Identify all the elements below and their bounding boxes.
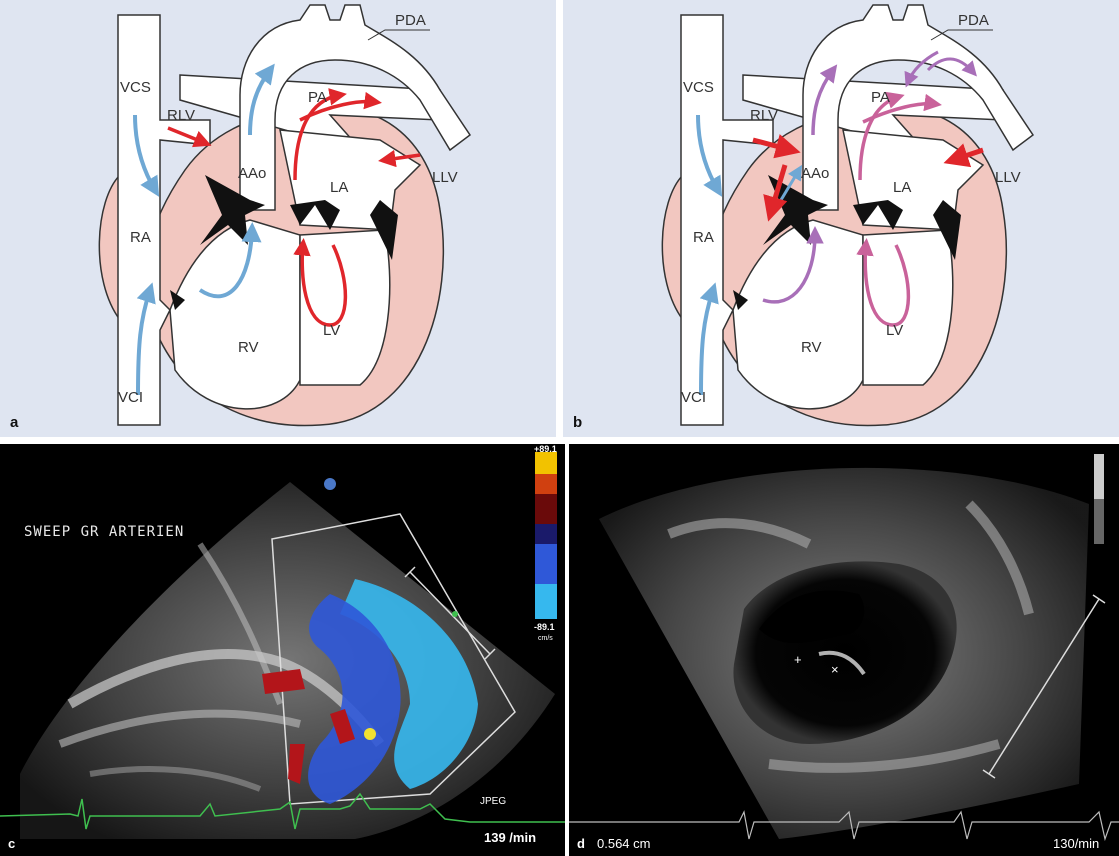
overlay-text: SWEEP GR ARTERIEN bbox=[24, 524, 184, 540]
label-llv: LLV bbox=[432, 169, 458, 186]
heart-rate: 139 /min bbox=[484, 830, 536, 845]
label-lv: LV bbox=[886, 322, 903, 339]
label-llv: LLV bbox=[995, 169, 1021, 186]
label-aao: AAo bbox=[238, 165, 266, 182]
label-vci: VCI bbox=[118, 389, 143, 406]
panel-c: +89.1 -89.1 cm/s SWEEP GR ARTERIEN JPEG … bbox=[0, 444, 565, 856]
label-pa: PA bbox=[871, 89, 890, 106]
label-lv: LV bbox=[323, 322, 340, 339]
panel-letter: a bbox=[10, 414, 19, 431]
heart-diagram-pda: VCS RLV RA RV VCI AAo PA PDA LA LLV LV b bbox=[563, 0, 1119, 437]
label-aao: AAo bbox=[801, 165, 829, 182]
label-la: LA bbox=[330, 179, 348, 196]
label-pda: PDA bbox=[395, 12, 426, 29]
heart-rate: 130/min bbox=[1053, 836, 1099, 851]
label-rlv: RLV bbox=[167, 107, 195, 124]
measurement: 0.564 cm bbox=[597, 836, 650, 851]
panel-b: VCS RLV RA RV VCI AAo PA PDA LA LLV LV b bbox=[563, 0, 1119, 437]
echo-image: + × d 0.564 cm 130/min bbox=[569, 444, 1119, 856]
label-rv: RV bbox=[801, 339, 822, 356]
caliper-mark-2: × bbox=[831, 662, 839, 677]
panel-d: + × d 0.564 cm 130/min bbox=[569, 444, 1119, 856]
panel-letter: c bbox=[8, 836, 15, 851]
label-la: LA bbox=[893, 179, 911, 196]
panel-a: VCS RLV RA RV VCI AAo PA PDA LA LLV LV a bbox=[0, 0, 556, 437]
doppler-echo-image: +89.1 -89.1 cm/s SWEEP GR ARTERIEN JPEG … bbox=[0, 444, 565, 856]
label-ra: RA bbox=[693, 229, 714, 246]
panel-letter: b bbox=[573, 414, 582, 431]
label-pda: PDA bbox=[958, 12, 989, 29]
label-ra: RA bbox=[130, 229, 151, 246]
panel-letter: d bbox=[577, 836, 585, 851]
caliper-mark-1: + bbox=[794, 652, 802, 667]
label-vci: VCI bbox=[681, 389, 706, 406]
scale-top: +89.1 bbox=[534, 444, 557, 454]
label-vcs: VCS bbox=[120, 79, 151, 96]
format-label: JPEG bbox=[480, 796, 506, 807]
heart-diagram-normal: VCS RLV RA RV VCI AAo PA PDA LA LLV LV a bbox=[0, 0, 556, 437]
label-rv: RV bbox=[238, 339, 259, 356]
label-vcs: VCS bbox=[683, 79, 714, 96]
label-pa: PA bbox=[308, 89, 327, 106]
scale-unit: cm/s bbox=[538, 635, 553, 642]
label-rlv: RLV bbox=[750, 107, 778, 124]
scale-bottom: -89.1 bbox=[534, 622, 555, 632]
